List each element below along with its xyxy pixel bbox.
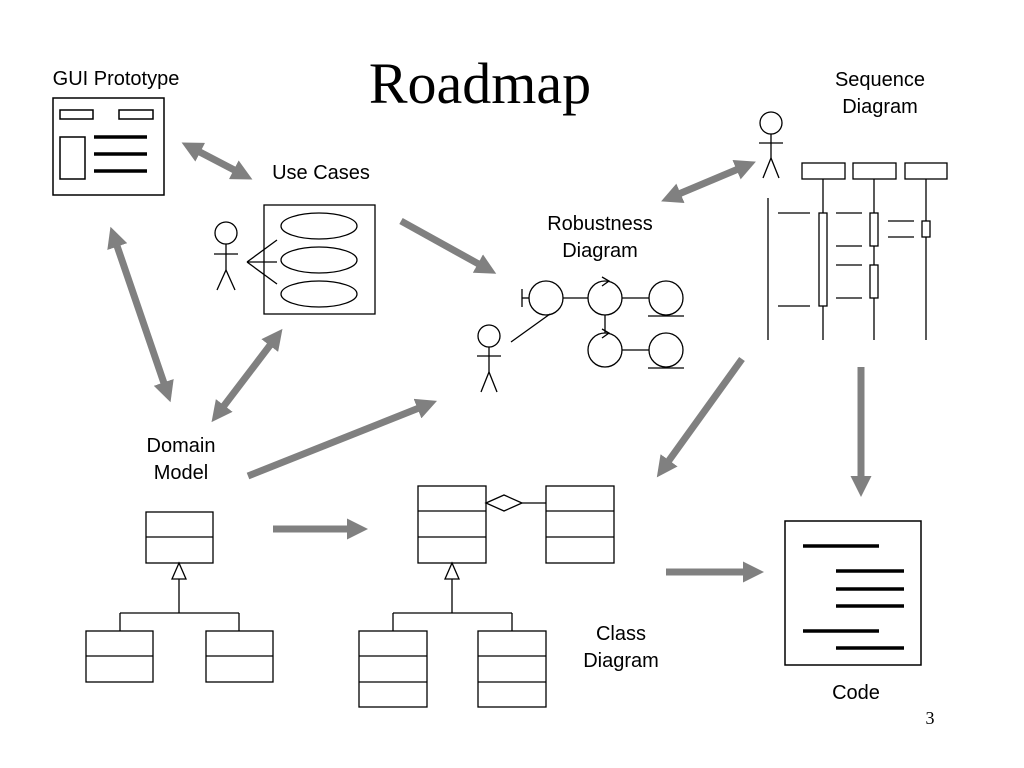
use-case-system-box xyxy=(263,204,376,315)
sequence-actor-icon xyxy=(759,111,783,179)
arrow-usecases-domain xyxy=(211,328,283,423)
boundary-object-icon xyxy=(521,280,564,316)
control-object-icon xyxy=(587,328,623,368)
arrow-domain-robustness xyxy=(246,398,438,480)
use-case-ellipse xyxy=(280,212,358,240)
class-box xyxy=(545,485,615,564)
code-page xyxy=(784,520,922,666)
gui-prototype-icon xyxy=(52,97,165,196)
label-use-cases: Use Cases xyxy=(272,162,370,184)
use-case-ellipse xyxy=(280,246,358,274)
class-diagram-icon xyxy=(358,485,615,708)
robustness-diagram-icon xyxy=(477,276,684,393)
slide-title: Roadmap xyxy=(368,51,592,116)
label-class-line1: Class xyxy=(595,623,646,645)
label-robustness-line1: Robustness xyxy=(547,213,653,235)
sequence-object-box xyxy=(904,162,948,180)
gui-window-frame xyxy=(52,97,165,196)
label-code: Code xyxy=(832,682,880,704)
label-gui-prototype: GUI Prototype xyxy=(52,68,180,90)
entity-object-icon xyxy=(648,332,684,369)
arrow-usecases-robustness xyxy=(399,217,497,274)
arrow-sequence-class xyxy=(656,356,745,478)
label-domain-line2: Model xyxy=(153,462,209,484)
label-sequence-line1: Sequence xyxy=(834,69,926,91)
sequence-diagram-icon xyxy=(759,111,948,340)
activation-bar xyxy=(818,212,828,307)
label-domain-line1: Domain xyxy=(146,435,216,457)
label-sequence-diagram: Sequence Diagram xyxy=(800,67,960,121)
label-class-line2: Diagram xyxy=(583,650,659,672)
entity-object-icon xyxy=(648,280,684,317)
sequence-object-box xyxy=(801,162,846,180)
activation-bar xyxy=(869,212,879,247)
arrow-gui-domain xyxy=(107,226,174,403)
use-cases-icon xyxy=(214,204,376,315)
label-class-diagram: Class Diagram xyxy=(551,621,691,675)
control-object-icon xyxy=(587,276,623,316)
aggregation-diamond xyxy=(484,494,524,512)
generalization-triangle xyxy=(171,561,187,580)
robustness-actor-icon xyxy=(477,324,501,393)
label-robustness-diagram: Robustness Diagram xyxy=(520,211,680,265)
label-robustness-line2: Diagram xyxy=(562,240,638,262)
class-box xyxy=(358,630,428,708)
label-domain-model: Domain Model xyxy=(111,433,251,487)
activation-bar xyxy=(869,264,879,299)
sequence-object-box xyxy=(852,162,897,180)
arrow-robustness-sequence xyxy=(661,160,756,203)
page-number: 3 xyxy=(925,708,935,728)
code-document-icon xyxy=(784,520,922,666)
domain-model-icon xyxy=(85,511,274,683)
activation-bar xyxy=(921,220,931,238)
class-box xyxy=(417,485,487,564)
gui-field-left xyxy=(59,109,94,120)
arrow-gui-usecases xyxy=(181,142,253,180)
use-case-ellipse xyxy=(280,280,358,308)
gui-image-box xyxy=(59,136,86,180)
gui-field-right xyxy=(118,109,154,120)
generalization-triangle xyxy=(444,561,460,580)
use-case-actor-icon xyxy=(214,221,238,291)
label-sequence-line2: Diagram xyxy=(842,96,918,118)
class-box xyxy=(477,630,547,708)
